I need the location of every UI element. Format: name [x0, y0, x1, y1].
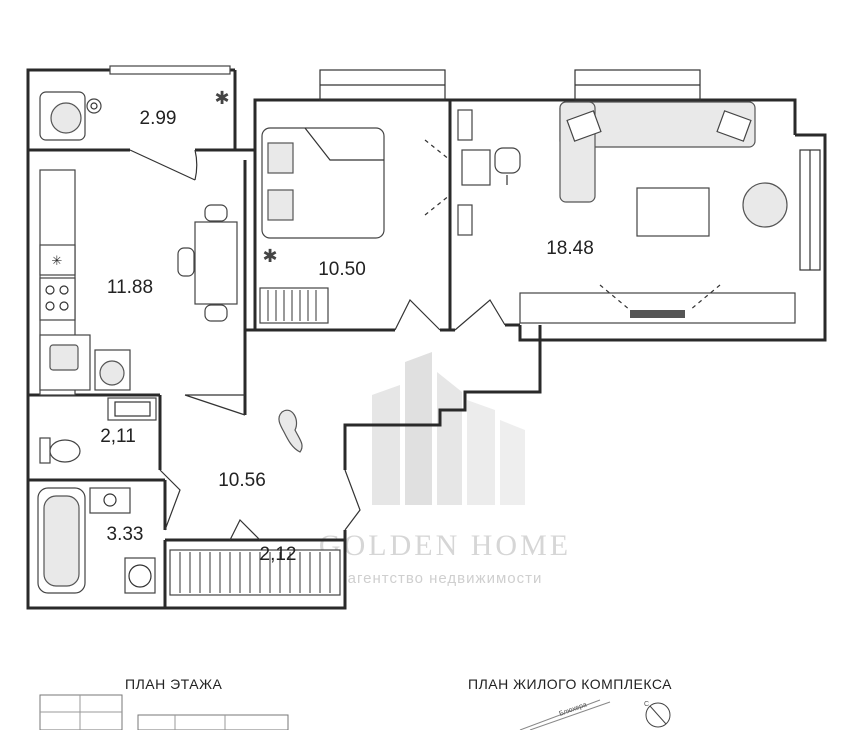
compass-icon: С: [644, 701, 671, 728]
outer-walls: [26, 68, 827, 610]
interior-walls: [28, 100, 520, 608]
room-area-living: 18.48: [546, 238, 594, 259]
loggia-furniture: ✱: [39, 88, 230, 141]
watermark-brand: GOLDEN HOME: [319, 529, 571, 562]
mini-floor-plan: [39, 694, 289, 730]
room-area-toilet: 2,11: [100, 426, 136, 447]
complex-plan-label: ПЛАН ЖИЛОГО КОМПЛЕКСА: [468, 676, 673, 692]
bedroom-furniture: ✱: [259, 127, 451, 324]
kitchen-furniture: ✳: [39, 169, 238, 396]
sparkle-icon: ✳: [52, 253, 63, 268]
compass-label: С: [644, 701, 649, 708]
watermark-tagline: агентство недвижимости: [348, 570, 543, 587]
bathroom-furniture: [37, 487, 156, 594]
room-area-storage: 2,12: [260, 544, 297, 565]
room-area-bedroom: 10.50: [318, 259, 366, 280]
plant-icon: ✱: [262, 246, 277, 266]
toilet-furniture: [39, 397, 157, 464]
room-area-bathroom: 3.33: [107, 524, 144, 545]
windows: [109, 65, 821, 271]
storage-shelf: [169, 549, 341, 596]
room-area-kitchen: 11.88: [107, 277, 153, 298]
watermark-logo: [372, 352, 525, 505]
floor-plan-label: ПЛАН ЭТАЖА: [125, 676, 223, 692]
plant-icon: ✱: [214, 88, 229, 108]
room-area-loggia: 2.99: [140, 108, 177, 129]
room-area-hallway: 10.56: [218, 470, 266, 491]
living-furniture: [457, 101, 796, 324]
mini-complex-plan: Блюхера: [519, 699, 611, 730]
doors: [129, 149, 506, 541]
dog-icon: [278, 409, 303, 453]
